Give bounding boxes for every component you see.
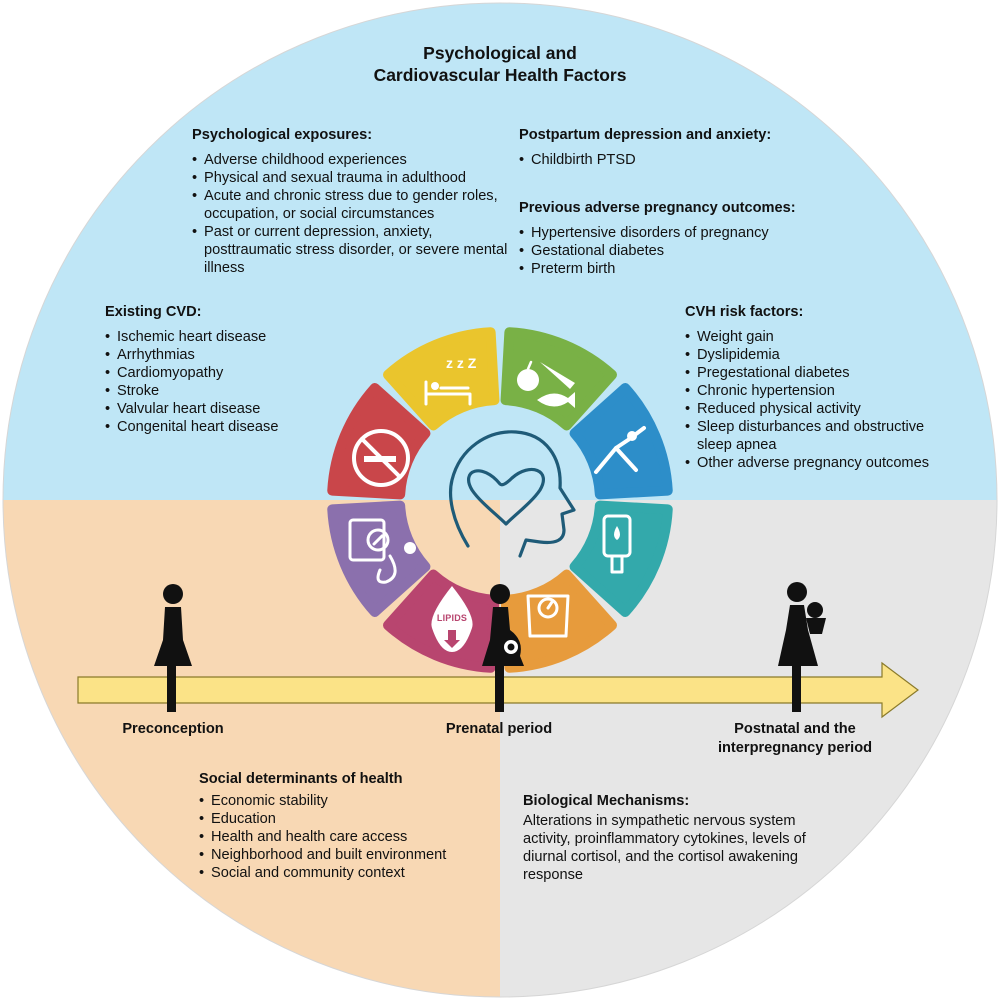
psychological-exposures-block: Psychological exposures: Adverse childho… bbox=[192, 126, 512, 277]
mother-with-baby-icon bbox=[778, 582, 826, 712]
list-item: Congenital heart disease bbox=[105, 418, 315, 436]
list-item: Arrhythmias bbox=[105, 346, 315, 364]
pregnant-woman-icon bbox=[482, 584, 524, 712]
svg-text:z z Z: z z Z bbox=[446, 355, 477, 371]
psychological-exposures-heading: Psychological exposures: bbox=[192, 127, 373, 143]
sdoh-block: Social determinants of health Economic s… bbox=[199, 770, 489, 882]
list-item: Cardiomyopathy bbox=[105, 364, 315, 382]
psychological-exposures-list: Adverse childhood experiences Physical a… bbox=[192, 151, 512, 277]
list-item: Social and community context bbox=[199, 864, 489, 882]
list-item: Childbirth PTSD bbox=[519, 151, 839, 169]
existing-cvd-block: Existing CVD: Ischemic heart disease Arr… bbox=[105, 303, 315, 436]
postpartum-block: Postpartum depression and anxiety: Child… bbox=[519, 126, 839, 169]
blood-pressure-icon bbox=[348, 518, 416, 584]
stage-postnatal: Postnatal and the interpregnancy period bbox=[717, 721, 873, 756]
list-item: Past or current depression, anxiety, pos… bbox=[192, 223, 512, 277]
bio-text: Alterations in sympathetic nervous syste… bbox=[523, 813, 806, 883]
wheel-segment-weight-scale bbox=[500, 569, 617, 673]
healthy-diet-icon bbox=[517, 360, 575, 408]
no-smoking-icon bbox=[352, 429, 410, 487]
cvh-risk-list: Weight gain Dyslipidemia Pregestational … bbox=[685, 328, 957, 472]
existing-cvd-list: Ischemic heart disease Arrhythmias Cardi… bbox=[105, 328, 315, 436]
risk-factor-wheel bbox=[327, 327, 673, 673]
list-item: Preterm birth bbox=[519, 260, 849, 278]
list-item: Health and health care access bbox=[199, 828, 489, 846]
previous-apo-heading: Previous adverse pregnancy outcomes: bbox=[519, 200, 796, 216]
diagram-title: Psychological and Cardiovascular Health … bbox=[300, 42, 700, 86]
stage-preconception: Preconception bbox=[122, 721, 224, 737]
wheel-segment-sleep bbox=[383, 327, 500, 431]
previous-apo-block: Previous adverse pregnancy outcomes: Hyp… bbox=[519, 199, 849, 278]
list-item: Sleep disturbances and obstructive sleep… bbox=[685, 418, 957, 454]
postpartum-list: Childbirth PTSD bbox=[519, 151, 839, 169]
cvh-risk-heading: CVH risk factors: bbox=[685, 304, 804, 320]
list-item: Hypertensive disorders of pregnancy bbox=[519, 224, 849, 242]
list-item: Pregestational diabetes bbox=[685, 364, 957, 382]
lipids-label: LIPIDS bbox=[436, 613, 468, 623]
weight-scale-icon bbox=[526, 594, 570, 638]
lipids-drop-icon bbox=[431, 586, 473, 652]
list-item: Education bbox=[199, 810, 489, 828]
list-item: Chronic hypertension bbox=[685, 382, 957, 400]
previous-apo-list: Hypertensive disorders of pregnancy Gest… bbox=[519, 224, 849, 278]
sdoh-heading: Social determinants of health bbox=[199, 771, 403, 787]
list-item: Other adverse pregnancy outcomes bbox=[685, 454, 957, 472]
list-item: Weight gain bbox=[685, 328, 957, 346]
list-item: Stroke bbox=[105, 382, 315, 400]
existing-cvd-heading: Existing CVD: bbox=[105, 304, 202, 320]
title-line-2: Cardiovascular Health Factors bbox=[373, 65, 627, 85]
postpartum-heading: Postpartum depression and anxiety: bbox=[519, 127, 772, 143]
glucose-meter-icon bbox=[602, 514, 632, 574]
bio-heading: Biological Mechanisms: bbox=[523, 793, 690, 809]
list-item: Reduced physical activity bbox=[685, 400, 957, 418]
list-item: Adverse childhood experiences bbox=[192, 151, 512, 169]
bio-block: Biological Mechanisms: Alterations in sy… bbox=[523, 792, 839, 884]
preconception-woman-icon bbox=[154, 584, 192, 712]
list-item: Ischemic heart disease bbox=[105, 328, 315, 346]
list-item: Gestational diabetes bbox=[519, 242, 849, 260]
sleep-icon: z z Z bbox=[424, 355, 477, 406]
list-item: Dyslipidemia bbox=[685, 346, 957, 364]
list-item: Physical and sexual trauma in adulthood bbox=[192, 169, 512, 187]
list-item: Valvular heart disease bbox=[105, 400, 315, 418]
physical-activity-icon bbox=[594, 426, 646, 474]
list-item: Neighborhood and built environment bbox=[199, 846, 489, 864]
head-with-heart-icon bbox=[448, 430, 576, 558]
sdoh-list: Economic stability Education Health and … bbox=[199, 792, 489, 882]
list-item: Acute and chronic stress due to gender r… bbox=[192, 187, 512, 223]
title-line-1: Psychological and bbox=[423, 43, 577, 63]
bottom-left-peach bbox=[3, 500, 500, 997]
stage-prenatal: Prenatal period bbox=[445, 721, 553, 737]
cvh-risk-block: CVH risk factors: Weight gain Dyslipidem… bbox=[685, 303, 957, 472]
list-item: Economic stability bbox=[199, 792, 489, 810]
